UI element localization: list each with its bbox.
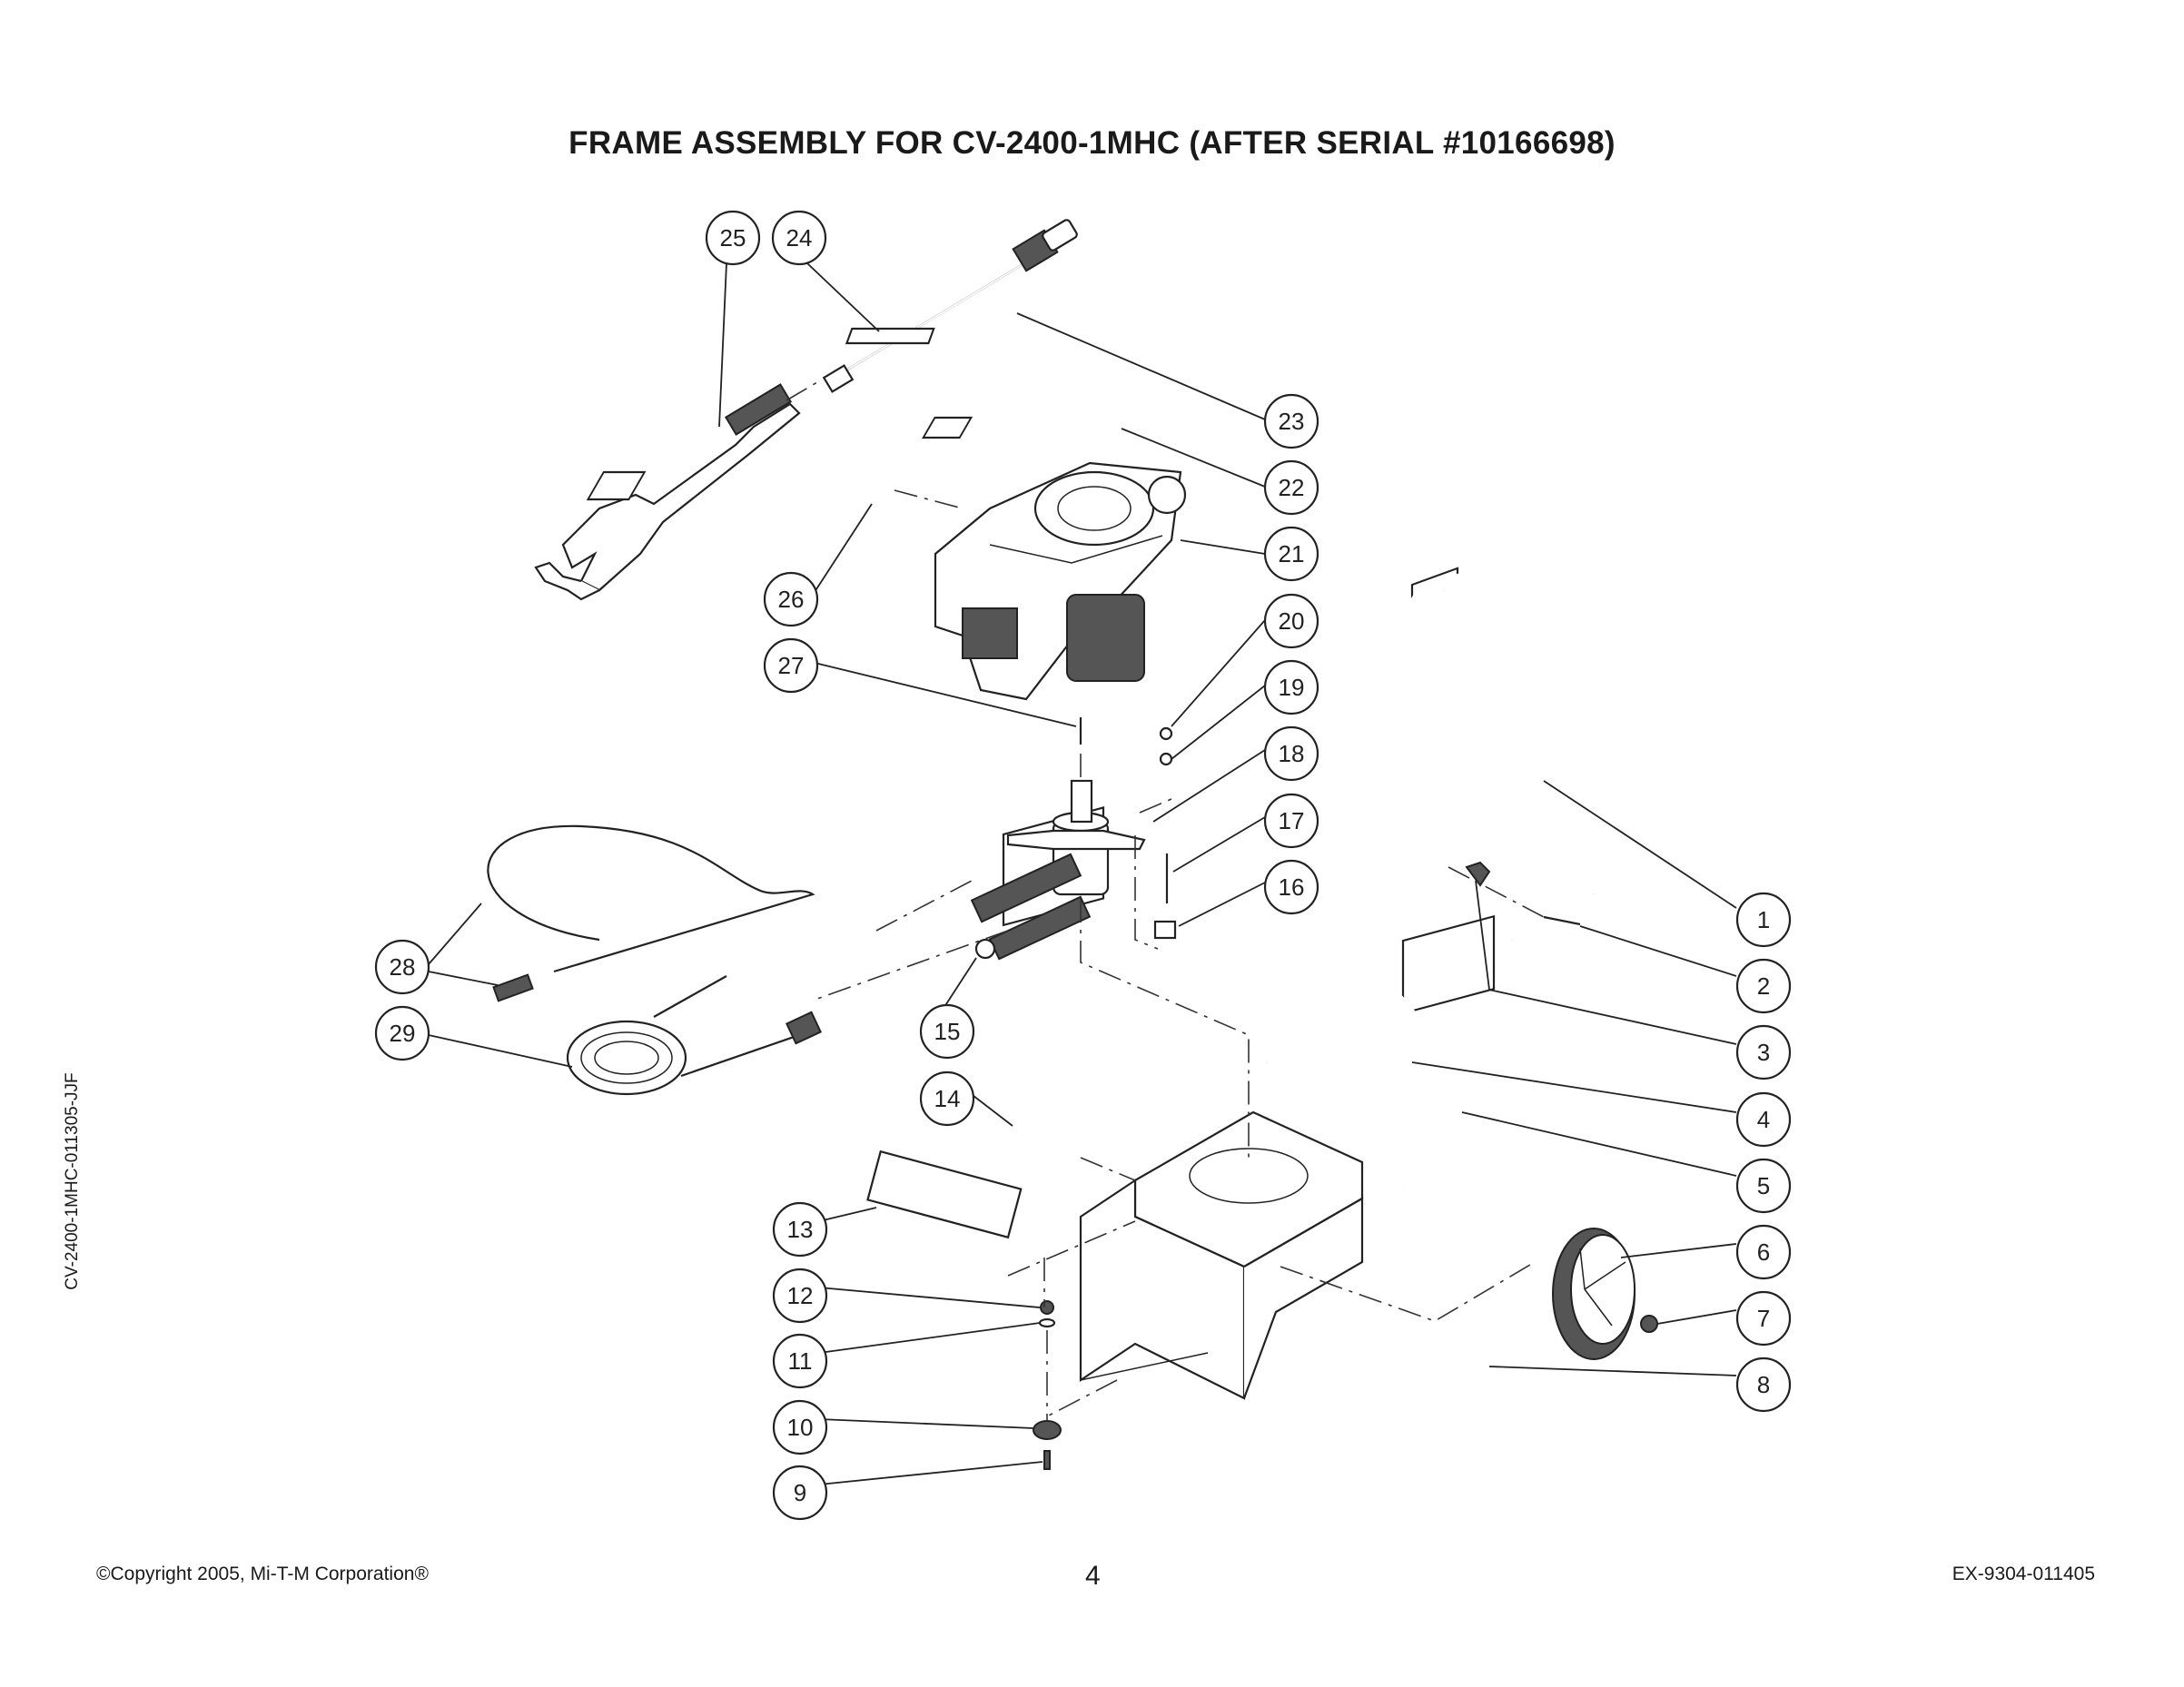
callout-22: 22 [1263,459,1319,516]
svg-text:9: 9 [794,1479,806,1506]
svg-text:21: 21 [1279,540,1305,567]
svg-text:20: 20 [1279,607,1305,635]
svg-text:12: 12 [787,1282,814,1309]
callout-17: 17 [1263,793,1319,849]
foot-and-hardware [1033,1300,1062,1470]
callout-24: 24 [771,210,827,266]
callout-3: 3 [1735,1024,1792,1080]
assembly-lines [786,379,1545,1421]
callout-7: 7 [1735,1290,1792,1347]
callout-2: 2 [1735,958,1792,1014]
svg-text:8: 8 [1757,1371,1770,1398]
callout-12: 12 [772,1268,828,1324]
spray-gun [534,383,801,601]
callout-8: 8 [1735,1357,1792,1413]
svg-text:26: 26 [778,586,805,613]
svg-text:11: 11 [788,1347,813,1375]
svg-text:23: 23 [1279,408,1305,435]
callout-6: 6 [1735,1224,1792,1280]
svg-text:2: 2 [1757,972,1770,1000]
svg-text:27: 27 [778,652,805,679]
high-pressure-hose [566,975,822,1096]
callout-5: 5 [1735,1158,1792,1214]
svg-text:3: 3 [1757,1039,1770,1066]
callout-10: 10 [772,1399,828,1455]
callout-9: 9 [772,1465,828,1521]
callout-13: 13 [772,1201,828,1258]
svg-text:24: 24 [786,224,813,252]
callout-18: 18 [1263,725,1319,782]
callout-20: 20 [1263,593,1319,649]
svg-text:19: 19 [1279,674,1305,701]
document-code: EX-9304-011405 [1952,1564,2095,1584]
svg-text:18: 18 [1279,740,1305,767]
svg-text:14: 14 [934,1085,961,1112]
svg-text:16: 16 [1279,873,1305,901]
callout-27: 27 [763,637,819,694]
callout-26: 26 [763,571,819,627]
callout-1: 1 [1735,892,1792,948]
base-frame [1079,972,1416,1400]
svg-text:17: 17 [1279,807,1305,834]
callout-11: 11 [772,1333,828,1389]
svg-text:4: 4 [1757,1106,1770,1133]
page-title: FRAME ASSEMBLY FOR CV-2400-1MHC (AFTER S… [568,125,1616,161]
page-number: 4 [1085,1561,1101,1591]
svg-text:7: 7 [1757,1305,1770,1332]
svg-text:25: 25 [720,224,746,252]
callout-23: 23 [1263,393,1319,449]
svg-text:10: 10 [787,1414,814,1441]
copyright-text: ©Copyright 2005, Mi-T-M Corporation® [96,1564,429,1584]
svg-text:15: 15 [934,1018,961,1045]
callout-19: 19 [1263,659,1319,715]
svg-text:29: 29 [390,1020,416,1047]
callout-4: 4 [1735,1091,1792,1148]
callout-15: 15 [919,1003,975,1060]
leader-lines [428,262,1737,1485]
svg-text:22: 22 [1279,474,1305,501]
engine [934,461,1187,701]
svg-text:6: 6 [1757,1238,1770,1266]
svg-text:5: 5 [1757,1172,1770,1199]
svg-text:28: 28 [390,953,416,981]
callout-16: 16 [1263,859,1319,915]
svg-text:1: 1 [1757,906,1770,933]
garden-hose [487,824,815,1002]
wheel [1552,1228,1658,1360]
handle-frame [1367,567,1599,944]
svg-text:13: 13 [787,1216,814,1243]
callout-21: 21 [1263,526,1319,582]
spray-wand [822,219,1078,393]
callout-14: 14 [919,1070,975,1127]
callout-28: 28 [374,939,430,995]
callout-29: 29 [374,1005,430,1061]
pump-assembly [970,717,1177,961]
callout-25: 25 [705,210,761,266]
